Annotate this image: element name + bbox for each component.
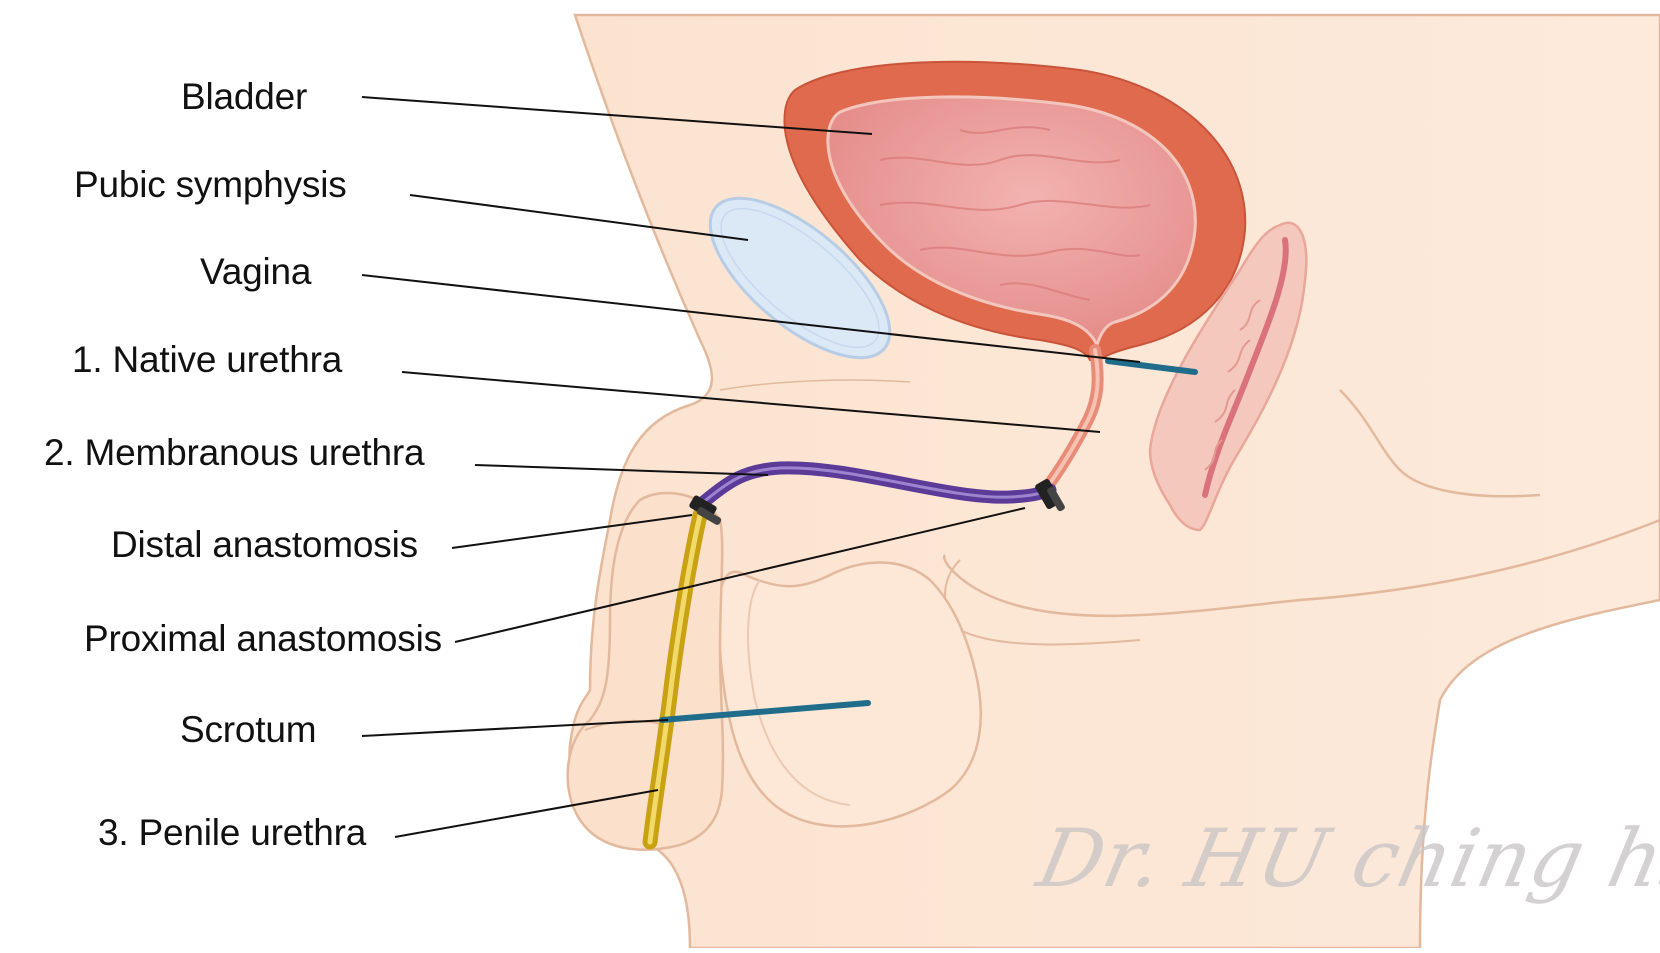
label-proximal-anastomosis: Proximal anastomosis	[84, 618, 442, 659]
label-penile-urethra: 3. Penile urethra	[98, 812, 367, 853]
thigh-contour	[943, 518, 1660, 618]
pubic-symphysis-shape	[708, 196, 892, 360]
label-scrotum: Scrotum	[180, 709, 317, 750]
membranous-urethra-highlight	[698, 466, 1052, 507]
leader-pubic-symphysis	[409, 194, 749, 241]
label-distal-anastomosis: Distal anastomosis	[111, 524, 418, 565]
watermark-signature: Dr. HU ching hsuan	[1030, 812, 1660, 905]
vagina-rugae	[1204, 299, 1261, 471]
label-bladder: Bladder	[181, 76, 308, 117]
native-urethra-core	[1043, 348, 1100, 492]
proximal-anastomosis-clip	[1035, 478, 1065, 512]
vagina-lumen	[1202, 237, 1289, 498]
buttock-crease	[1339, 389, 1541, 498]
thigh-fold	[944, 559, 1141, 646]
pubic-symphysis-inner	[720, 207, 880, 349]
scrotum-marker	[659, 700, 871, 723]
scrotum-inner-line	[747, 579, 851, 806]
leader-vagina	[361, 274, 1141, 363]
label-membranous-urethra: 2. Membranous urethra	[44, 432, 425, 473]
vagina-shape	[1148, 221, 1308, 532]
leader-membranous-urethra	[474, 464, 769, 476]
leader-bladder	[361, 96, 873, 135]
groin-line	[719, 379, 911, 391]
distal-anastomosis-clip	[689, 495, 722, 525]
penile-urethra-highlight	[647, 512, 703, 845]
label-pubic-symphysis: Pubic symphysis	[74, 164, 347, 205]
leader-scrotum	[361, 719, 669, 737]
label-vagina: Vagina	[200, 251, 312, 292]
leader-proximal-anastomosis	[454, 507, 1026, 643]
glans-line	[584, 719, 666, 731]
scrotum-sac	[717, 561, 982, 828]
leader-distal-anastomosis	[451, 514, 693, 549]
native-urethra-marker	[1105, 358, 1198, 375]
leader-native-urethra	[401, 371, 1101, 433]
label-native-urethra: 1. Native urethra	[72, 339, 343, 380]
leader-lines	[361, 96, 1141, 838]
bladder-mucosa-folds	[879, 126, 1151, 301]
leader-penile-urethra	[394, 789, 659, 838]
